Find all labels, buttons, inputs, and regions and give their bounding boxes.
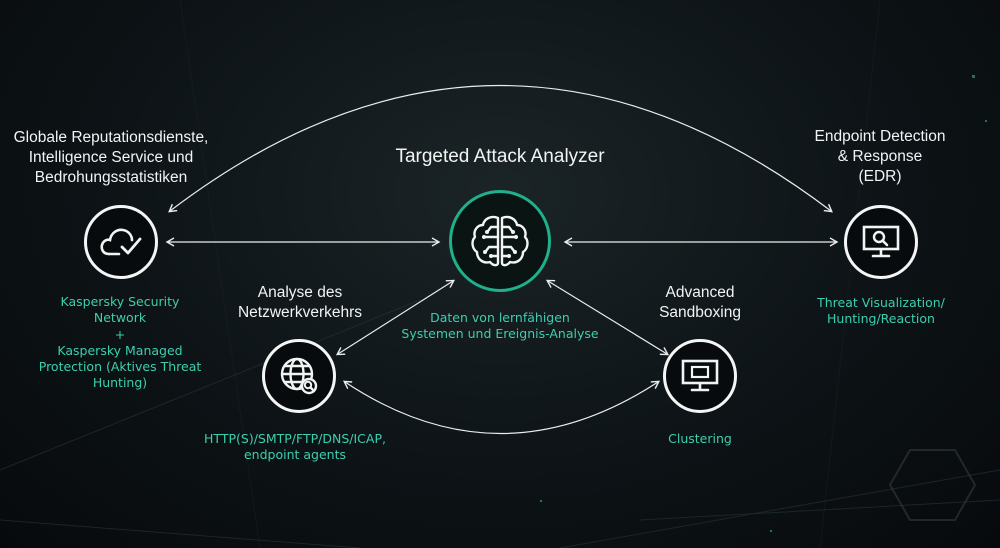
network-title-line2: Netzwerkverkehrs — [237, 304, 363, 322]
sandbox-sub: Clustering — [640, 431, 760, 447]
center-caption-line2: Systemen und Ereignis-Analyse — [401, 326, 599, 342]
edr-title-line1: Endpoint Detection — [814, 128, 946, 145]
reputation-sub-line6: Hunting) — [92, 375, 148, 391]
reputation-title: Globale Reputationsdienste, Intelligence… — [0, 128, 222, 188]
edr-title: Endpoint Detection & Response (EDR) — [780, 127, 980, 187]
brain-circuit-icon — [471, 215, 529, 267]
reputation-sub: Kaspersky Security Network + Kaspersky M… — [30, 294, 210, 392]
edr-title-line2: & Response — [837, 148, 923, 166]
arc-bottom — [342, 380, 661, 434]
reputation-sub-line2: Network — [93, 310, 147, 326]
sandbox-node — [663, 339, 737, 413]
reputation-sub-line1: Kaspersky Security — [60, 294, 180, 309]
monitor-search-icon — [862, 225, 900, 258]
reputation-sub-line5: Protection (Aktives Threat — [38, 359, 202, 374]
sandbox-sub-line1: Clustering — [668, 431, 732, 446]
center-title: Targeted Attack Analyzer — [395, 146, 605, 167]
arc-top — [168, 84, 833, 213]
link-center-sandbox — [545, 279, 670, 356]
reputation-title-line1: Globale Reputationsdienste, — [13, 129, 209, 146]
reputation-title-line3: Bedrohungsstatistiken — [34, 169, 188, 187]
edr-sub-line2: Hunting/Reaction — [827, 311, 935, 327]
globe-search-icon — [280, 357, 318, 395]
edr-node — [844, 205, 918, 279]
link-center-network — [335, 279, 456, 356]
sandbox-title-line2: Sandboxing — [659, 304, 741, 322]
network-title: Analyse des Netzwerkverkehrs — [225, 283, 375, 323]
reputation-title-line2: Intelligence Service und — [28, 149, 194, 167]
center-node — [449, 190, 551, 292]
network-sub-line2: endpoint agents — [243, 447, 347, 463]
reputation-sub-line3: + — [114, 326, 126, 342]
network-node — [262, 339, 336, 413]
network-sub-line1: HTTP(S)/SMTP/FTP/DNS/ICAP, — [204, 431, 386, 446]
edr-sub: Threat Visualization/ Hunting/Reaction — [791, 295, 971, 328]
monitor-icon — [681, 359, 719, 392]
center-caption-line1: Daten von lernfähigen — [430, 310, 570, 325]
sandbox-title-line1: Advanced — [665, 284, 735, 301]
edr-sub-line1: Threat Visualization/ — [817, 295, 945, 310]
sandbox-title: Advanced Sandboxing — [630, 283, 770, 323]
cloud-check-icon — [100, 228, 142, 256]
network-title-line1: Analyse des — [257, 284, 343, 301]
reputation-sub-line4: Kaspersky Managed — [57, 342, 183, 358]
center-caption: Daten von lernfähigen Systemen und Ereig… — [380, 310, 620, 343]
network-sub: HTTP(S)/SMTP/FTP/DNS/ICAP, endpoint agen… — [185, 431, 405, 464]
edr-title-line3: (EDR) — [858, 168, 902, 186]
reputation-node — [84, 205, 158, 279]
